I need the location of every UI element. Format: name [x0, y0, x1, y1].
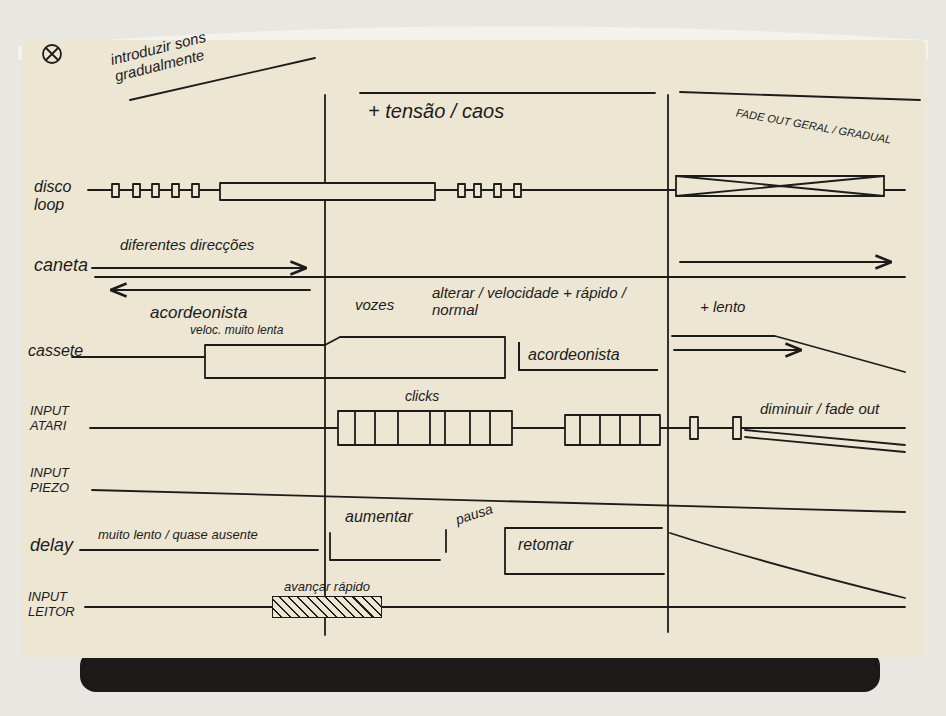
score-note: INPUT LEITOR [28, 590, 90, 620]
hatch-fill [272, 596, 382, 618]
corner-symbol [46, 48, 58, 60]
box-text: avançar rápido [284, 580, 370, 595]
score-note: caneta [34, 255, 88, 276]
box-text: acordeonista [528, 346, 620, 364]
loop-block [474, 184, 481, 197]
heading-line [360, 92, 655, 94]
score-note: cassete [28, 342, 83, 360]
score-note: + lento [700, 298, 745, 315]
direction-arrow [112, 289, 310, 291]
clicks-bar [565, 415, 660, 445]
score-note: delay [30, 535, 73, 556]
click-ticks [580, 415, 640, 445]
cross-out [676, 176, 884, 196]
section-divider [667, 95, 669, 632]
delay-step [505, 528, 664, 574]
timeline [85, 606, 905, 608]
timeline [92, 490, 905, 512]
loop-block [133, 184, 140, 197]
score-note: veloc. muito lenta [190, 324, 283, 338]
score-note: + tensão / caos [368, 100, 504, 123]
score-note: aumentar [345, 508, 413, 526]
timeline [95, 276, 905, 278]
score-note: acordeonista [150, 303, 247, 323]
click-block [690, 417, 698, 439]
notebook-page [22, 40, 926, 658]
corner-symbol [43, 45, 61, 63]
loop-block [494, 184, 501, 197]
bracket-box: acordeonista [518, 342, 658, 371]
loop-block [514, 184, 521, 197]
loop-block [172, 184, 179, 197]
loop-block [152, 184, 159, 197]
direction-arrow [674, 349, 800, 351]
loop-bar [676, 176, 884, 196]
hatched-box: avançar rápido [272, 580, 382, 618]
score-note: vozes [355, 296, 394, 313]
score-note: INPUT PIEZO [30, 466, 85, 496]
score-note: diminuir / fade out [760, 400, 879, 417]
score-note: alterar / velocidade + rápido / normal [432, 284, 660, 319]
clicks-bar [338, 411, 512, 445]
score-note: clicks [405, 388, 439, 404]
click-ticks [355, 411, 490, 445]
loop-block [112, 184, 119, 197]
click-block [733, 417, 741, 439]
cassette-bar [205, 337, 505, 378]
heading-line [680, 92, 920, 100]
direction-arrow [680, 261, 890, 263]
section-divider [324, 95, 326, 635]
fade-line [745, 430, 905, 452]
score-note: INPUT ATARI [30, 404, 85, 434]
delay-step [330, 533, 440, 560]
score-note: retomar [518, 536, 573, 554]
pause-mark [445, 530, 447, 552]
score-note: disco loop [34, 178, 82, 215]
loop-block [458, 184, 465, 197]
direction-arrow [92, 267, 305, 269]
timeline [80, 549, 318, 551]
fade-line [672, 336, 905, 372]
score-note: diferentes direcções [120, 236, 254, 253]
fade-line [670, 533, 905, 598]
score-note: muito lento / quase ausente [98, 528, 320, 543]
timeline [72, 356, 205, 358]
loop-bar [220, 183, 435, 200]
loop-block [192, 184, 199, 197]
